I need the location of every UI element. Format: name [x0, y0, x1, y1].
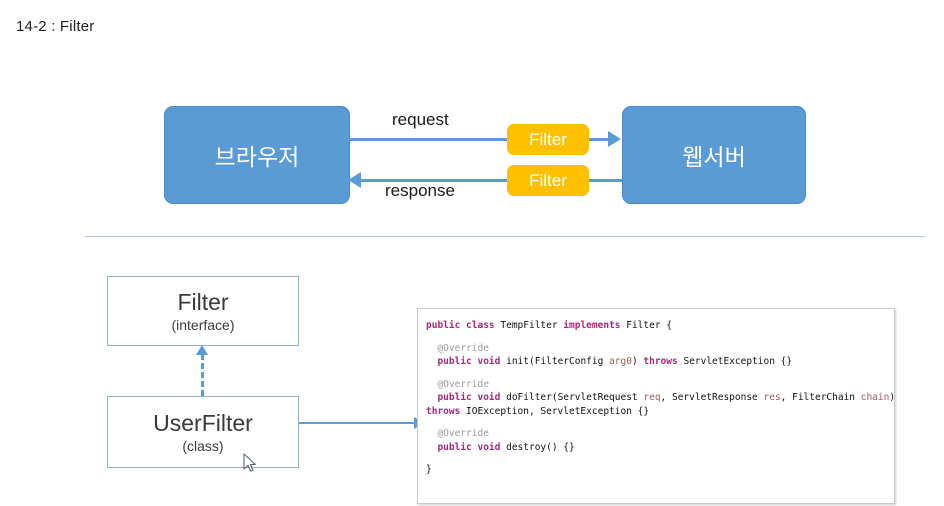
code-token: throws: [643, 356, 684, 367]
code-token: void: [477, 392, 507, 403]
filter-box-response-label: Filter: [529, 170, 567, 190]
filter-interface-stereotype: (interface): [171, 316, 235, 333]
code-token: void: [477, 356, 507, 367]
code-line-blank: [426, 418, 894, 427]
code-line: public void destroy() {}: [426, 441, 894, 455]
code-token: throws: [426, 405, 467, 417]
code-token: @Override: [426, 428, 489, 439]
code-token: init(FilterConfig: [506, 356, 610, 367]
code-line-blank: [426, 454, 894, 463]
class-to-code-arrow-line: [299, 422, 417, 424]
request-arrow-line-left: [350, 138, 510, 141]
response-arrow-line-left: [352, 179, 510, 182]
code-token: }: [426, 464, 432, 475]
userfilter-class-box: UserFilter (class): [107, 396, 299, 468]
realization-arrowhead-icon: [196, 345, 208, 355]
browser-box: 브라우저: [164, 106, 350, 204]
code-token: public: [426, 356, 478, 367]
section-divider: [85, 236, 925, 237]
code-token: public: [426, 441, 478, 453]
code-line: throws IOException, ServletException {}: [426, 405, 894, 419]
code-token: destroy() {}: [506, 441, 575, 453]
code-line: public class TempFilter implements Filte…: [426, 319, 894, 333]
code-block: public class TempFilter implements Filte…: [417, 308, 895, 504]
code-token: public: [426, 392, 478, 403]
code-line-blank: [426, 369, 894, 378]
filter-box-response: Filter: [507, 165, 589, 196]
code-line: }: [426, 463, 894, 477]
code-line: @Override: [426, 342, 894, 356]
code-line: @Override: [426, 427, 894, 441]
code-token: ): [631, 356, 644, 367]
filter-box-request: Filter: [507, 124, 589, 155]
code-token: doFilter(ServletRequest: [506, 392, 644, 403]
mouse-pointer-icon: [243, 453, 256, 472]
browser-box-label: 브라우저: [214, 144, 300, 170]
webserver-box-label: 웹서버: [682, 144, 746, 170]
response-arrowhead-icon: [348, 172, 361, 188]
filter-interface-box: Filter (interface): [107, 276, 299, 346]
code-token: IOException, ServletException {}: [466, 405, 650, 417]
code-token: ServletException {}: [683, 356, 793, 367]
page-title: 14-2 : Filter: [16, 18, 95, 35]
code-token: req: [643, 392, 661, 403]
code-token: implements: [563, 320, 627, 331]
code-token: class: [466, 320, 501, 331]
code-line: public void doFilter(ServletRequest req,…: [426, 391, 894, 405]
code-token: chain: [860, 392, 890, 403]
request-label: request: [392, 110, 449, 129]
code-token: Filter {: [626, 320, 672, 331]
request-arrow-line-right: [586, 138, 616, 141]
code-token: , ServletResponse: [660, 392, 764, 403]
filter-box-request-label: Filter: [529, 129, 567, 149]
code-token: res: [763, 392, 781, 403]
code-token: @Override: [426, 342, 489, 354]
code-line: public void init(FilterConfig arg0) thro…: [426, 355, 894, 369]
code-token: TempFilter: [500, 320, 564, 331]
webserver-box: 웹서버: [622, 106, 806, 204]
userfilter-class-name: UserFilter: [153, 409, 253, 436]
response-label: response: [385, 181, 455, 200]
code-token: , FilterChain: [780, 392, 861, 403]
request-arrowhead-icon: [608, 131, 621, 147]
code-token: public: [426, 320, 467, 331]
code-line-blank: [426, 333, 894, 342]
realization-dashed-line: [201, 354, 204, 396]
code-token: arg0: [609, 356, 632, 367]
code-token: void: [477, 441, 507, 453]
userfilter-class-stereotype: (class): [182, 437, 224, 454]
code-token: @Override: [426, 378, 489, 390]
response-arrow-line-right: [586, 179, 622, 182]
code-line: @Override: [426, 378, 894, 392]
code-token: ): [889, 392, 895, 403]
filter-interface-name: Filter: [177, 288, 229, 315]
